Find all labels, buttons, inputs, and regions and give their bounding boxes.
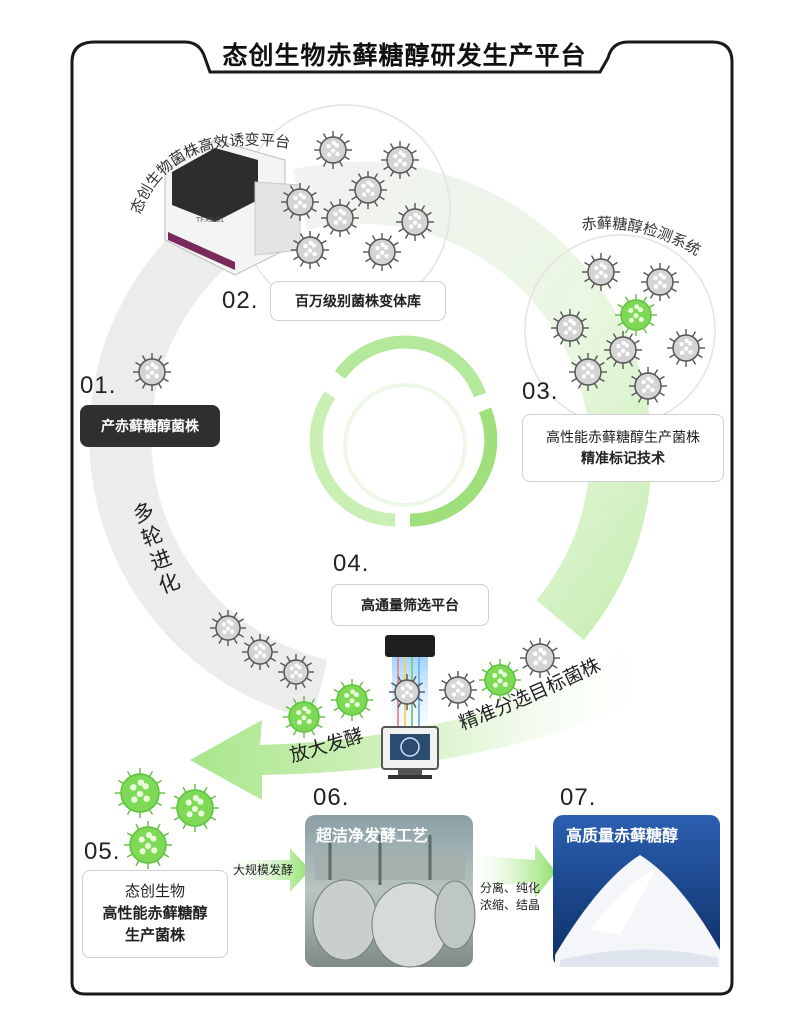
gray-cell-icon: [389, 674, 425, 710]
step-05-box: 态创生物 高性能赤藓糖醇 生产菌株: [82, 870, 228, 958]
gray-cell-icon: [667, 329, 705, 367]
step-06-title: 超洁净发酵工艺: [316, 828, 429, 845]
factory-image: [305, 815, 476, 968]
amplify-ferment-label: 放大发酵: [287, 724, 366, 767]
gray-cell-icon: [629, 367, 667, 405]
gray-cell-icon: [569, 353, 607, 391]
arrow-to-06: [230, 848, 310, 892]
green-cell-icon: [479, 659, 521, 701]
gray-cell-icon: [641, 263, 679, 301]
separate-purify-label: 分离、纯化: [479, 881, 540, 895]
gray-cell-icon: [133, 353, 171, 391]
gray-cell-icon: [439, 671, 477, 709]
gray-cell-icon: [242, 634, 278, 670]
erythritol-image: [553, 815, 720, 967]
step-04-box: 高通量筛选平台: [331, 584, 489, 626]
page-title: 态创生物赤藓糖醇研发生产平台: [222, 42, 587, 70]
green-cell-icon: [615, 294, 657, 336]
gray-cell-icon: [278, 654, 314, 690]
gray-cell-icon: [604, 331, 642, 369]
gray-cell-icon: [210, 610, 246, 646]
step-05-line2: 高性能赤藓糖醇: [102, 905, 208, 922]
step-06-number: 06.: [313, 784, 350, 811]
svg-text:放大发酵: 放大发酵: [287, 724, 366, 767]
step-07-number: 07.: [560, 784, 597, 811]
large-scale-ferment-label: 大规模发酵: [232, 863, 293, 877]
gray-cell-icon: [520, 638, 560, 678]
return-arrow: [190, 640, 670, 800]
mutagenesis-platform-label: 态创生物菌株高效诱变平台: [128, 132, 291, 216]
gray-cell-icon: [321, 199, 359, 237]
green-cell-icon: [124, 821, 172, 869]
gray-cell-icon: [314, 131, 352, 169]
green-cell-icon: [331, 679, 373, 721]
step-03-number: 03.: [522, 378, 559, 405]
step-03-line2: 精准标记技术: [581, 450, 665, 466]
detection-system-label: 赤藓糖醇检测系统: [581, 215, 703, 259]
cycle-ring-right: [292, 161, 652, 640]
step-07-title: 高质量赤藓糖醇: [566, 828, 679, 845]
outer-frame: [70, 40, 734, 996]
step-05-number: 05.: [84, 838, 121, 865]
green-cell-icon: [115, 768, 165, 818]
step-01-number: 01.: [80, 372, 117, 399]
step-01-text: 产赤藓糖醇菌株: [101, 418, 199, 434]
green-cell-icon: [283, 696, 325, 738]
gray-cell-icon: [381, 141, 419, 179]
gray-cell-icon: [291, 231, 329, 269]
machine-label: TFXS-01: [196, 217, 224, 224]
gray-cell-icon: [363, 233, 401, 271]
step-01-box: 产赤藓糖醇菌株: [80, 405, 220, 447]
target-strain-label: 精准分选目标菌株: [456, 654, 604, 735]
step-02-number: 02.: [222, 287, 259, 314]
gray-cell-icon: [582, 253, 620, 291]
gray-cell-icon: [551, 309, 589, 347]
svg-text:赤藓糖醇检测系统: 赤藓糖醇检测系统: [581, 215, 703, 259]
gray-cell-icon: [396, 203, 434, 241]
gray-cell-icon: [281, 183, 319, 221]
green-cell-icon: [171, 784, 219, 832]
arrow-to-07: [470, 845, 556, 898]
gray-cell-icon: [349, 171, 387, 209]
center-ring: [309, 335, 498, 527]
step-04-number: 04.: [333, 550, 370, 577]
svg-text:精准分选目标菌株: 精准分选目标菌株: [456, 654, 604, 735]
svg-text:态创生物菌株高效诱变平台: 态创生物菌株高效诱变平台: [128, 132, 291, 216]
step-02-text: 百万级别菌株变体库: [295, 293, 421, 309]
step-03-line1: 高性能赤藓糖醇生产菌株: [546, 429, 700, 445]
step-05-line1: 态创生物: [124, 883, 185, 900]
step-04-text: 高通量筛选平台: [361, 597, 459, 613]
cycle-ring-left: [89, 188, 328, 721]
step-02-box: 百万级别菌株变体库: [270, 281, 446, 321]
concentrate-crystallize-label: 浓缩、结晶: [479, 898, 540, 912]
step-03-box: 高性能赤藓糖醇生产菌株 精准标记技术: [522, 414, 724, 482]
step-05-line3: 生产菌株: [124, 927, 185, 944]
